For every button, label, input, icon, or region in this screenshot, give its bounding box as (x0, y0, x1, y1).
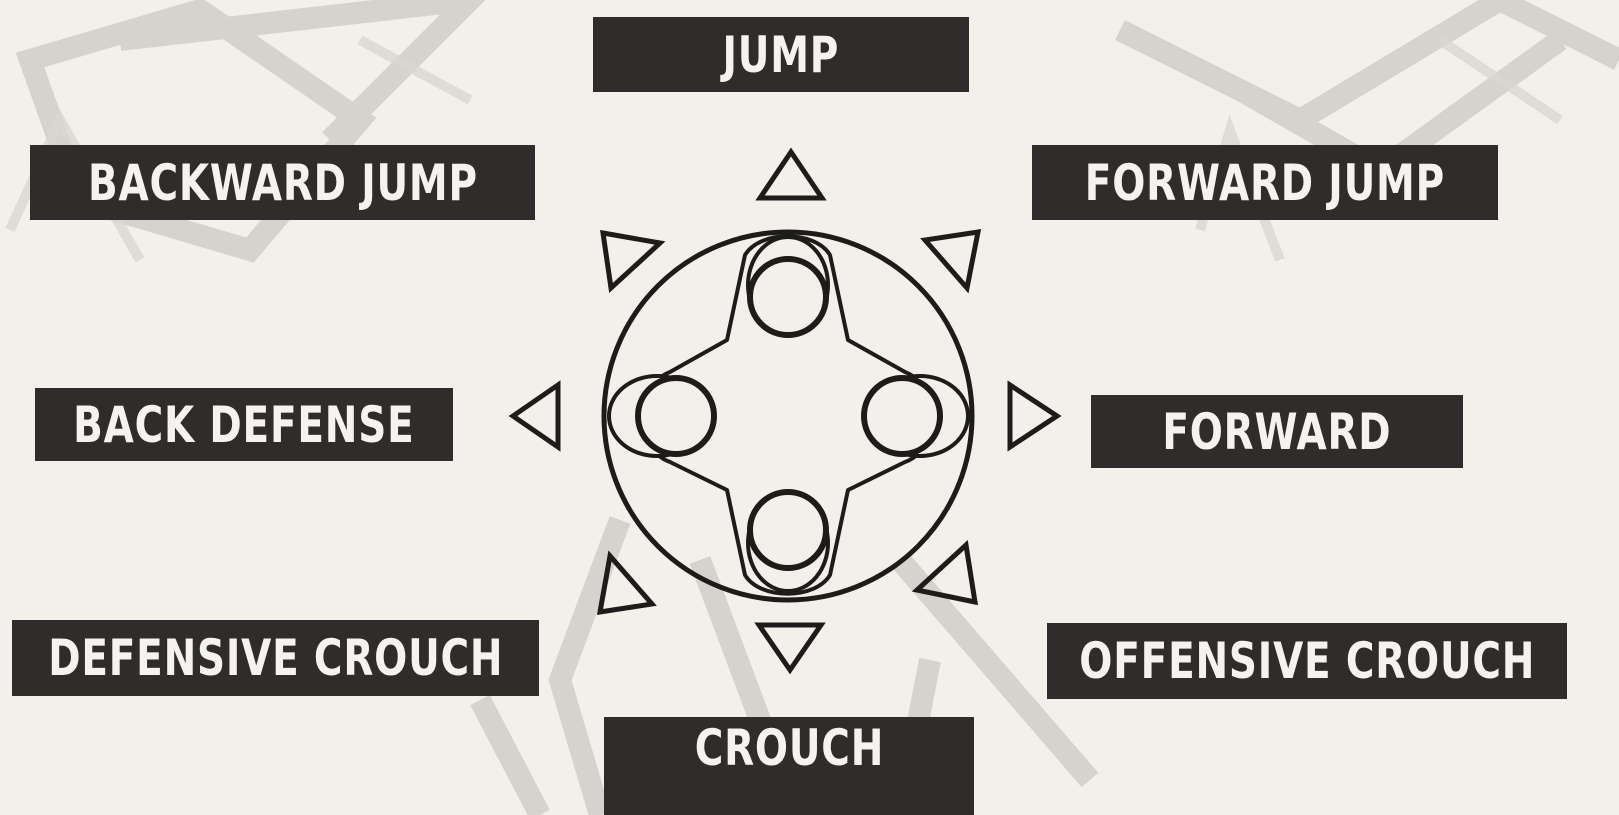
crouch-label: CROUCH (604, 717, 974, 815)
arrow-up-icon (760, 152, 822, 198)
dpad-down-button (748, 492, 828, 591)
backward-jump-label: BACKWARD JUMP (30, 145, 535, 220)
back-defense-label: BACK DEFENSE (35, 388, 453, 461)
arrow-right-icon (1010, 385, 1057, 447)
defensive-crouch-label-text: DEFENSIVE CROUCH (48, 629, 503, 687)
forward-jump-label: FORWARD JUMP (1032, 145, 1498, 220)
arrow-up-right-icon (925, 232, 978, 288)
back-defense-label-text: BACK DEFENSE (73, 396, 414, 454)
forward-label: FORWARD (1091, 395, 1463, 468)
arrow-left-icon (513, 385, 558, 447)
arrow-down-left-icon (600, 556, 652, 612)
arrow-down-right-icon (917, 545, 975, 602)
crouch-label-text: CROUCH (694, 719, 883, 777)
forward-jump-label-text: FORWARD JUMP (1085, 154, 1445, 212)
jump-label: JUMP (593, 17, 969, 92)
offensive-crouch-label: OFFENSIVE CROUCH (1047, 623, 1567, 699)
arrow-down-icon (759, 625, 821, 670)
forward-label-text: FORWARD (1162, 403, 1391, 461)
defensive-crouch-label: DEFENSIVE CROUCH (12, 620, 539, 696)
dpad-up-button (748, 237, 828, 335)
dpad-left-button (609, 376, 714, 456)
offensive-crouch-label-text: OFFENSIVE CROUCH (1079, 632, 1535, 690)
arrow-up-left-icon (603, 233, 660, 288)
dpad-right-button (864, 376, 968, 456)
jump-label-text: JUMP (723, 26, 840, 84)
backward-jump-label-text: BACKWARD JUMP (88, 154, 478, 212)
